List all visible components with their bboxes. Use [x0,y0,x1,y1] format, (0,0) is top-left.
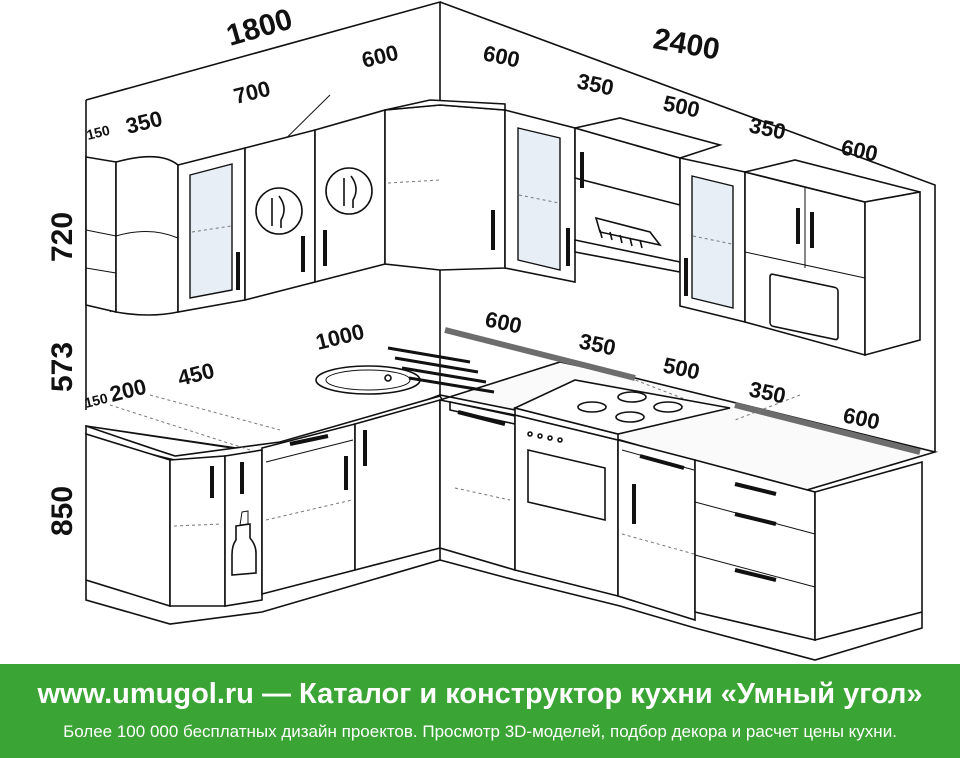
hob-icon [512,379,731,435]
hood-icon [594,216,662,247]
upper-corner-cabinet [384,99,506,271]
dim-upper-right-350: 350 [575,68,616,100]
dim-upper-right-500: 500 [661,90,702,122]
kitchen-drawing: 1800 2400 150 350 700 600 600 350 500 35… [46,0,939,661]
lower-left-cabinets [85,398,441,625]
dimension-labels: 1800 2400 150 350 700 600 600 350 500 35… [46,3,882,536]
dim-height-850: 850 [46,486,79,536]
dim-lower-right-500: 500 [661,352,702,384]
dim-lower-corner-600: 600 [483,306,524,338]
plate-icon [255,187,303,235]
dim-lower-150: 150 [83,390,110,411]
dim-upper-150: 150 [85,122,112,143]
upper-right-glass-cabinet-2 [679,157,746,324]
footer-banner: www.umugol.ru — Каталог и конструктор ку… [0,664,960,758]
dim-upper-right-600: 600 [839,134,880,166]
upper-glass-cabinet [177,146,246,313]
dim-right-total: 2400 [651,22,722,66]
upper-open-shelf [85,155,179,316]
dim-upper-right-350b: 350 [747,112,788,144]
dim-upper-350: 350 [123,106,165,139]
dim-lower-450: 450 [175,358,217,391]
dim-lower-1000: 1000 [313,319,367,355]
dim-upper-700: 700 [231,76,273,109]
dim-height-573: 573 [46,342,79,392]
bottle-icon [231,523,257,576]
microwave-icon [769,273,839,341]
lower-right-cabinets [439,379,923,661]
dim-lower-right-350: 350 [577,328,618,360]
plate-icon [325,167,373,215]
dim-lower-200: 200 [107,374,149,407]
dim-lower-right-350b: 350 [747,376,788,408]
upper-right-glass-cabinet [504,108,576,283]
upper-plate-cabinets [244,108,386,302]
dim-height-720: 720 [46,212,79,262]
dim-upper-corner-left-600: 600 [359,40,401,73]
dim-upper-corner-right-600: 600 [481,40,522,72]
footer-subtitle: Более 100 000 бесплатных дизайн проектов… [63,722,897,741]
upper-microwave-cabinet [744,159,921,357]
footer-title[interactable]: www.umugol.ru — Каталог и конструктор ку… [37,678,923,710]
